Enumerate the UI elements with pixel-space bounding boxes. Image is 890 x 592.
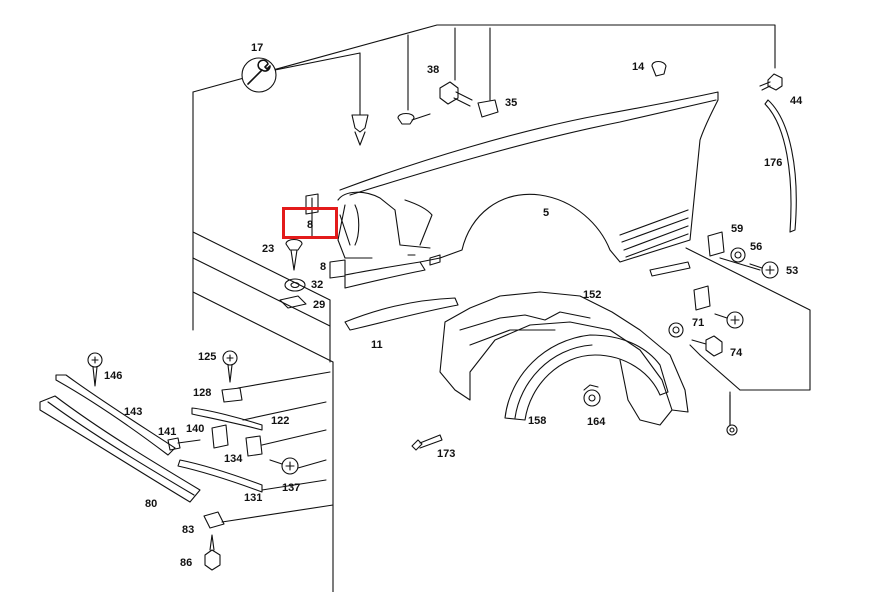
screw-part-125 <box>222 350 238 383</box>
part-label-141[interactable]: 141 <box>158 426 177 438</box>
strip-part-right-small <box>649 261 691 277</box>
highlight-box <box>282 207 338 239</box>
part-label-17[interactable]: 17 <box>251 42 264 54</box>
clip-part-128 <box>221 387 243 403</box>
strip-part-176 <box>764 99 797 233</box>
grommet-part-14 <box>651 60 667 77</box>
part-label-146[interactable]: 146 <box>104 370 123 382</box>
clip-part-35 <box>477 99 499 118</box>
part-label-176[interactable]: 176 <box>764 157 783 169</box>
fender-part-5 <box>337 91 719 266</box>
part-label-137[interactable]: 137 <box>282 482 301 494</box>
part-label-5[interactable]: 5 <box>543 207 550 219</box>
screw-part-53 <box>749 261 779 279</box>
strip-part-122 <box>191 407 263 431</box>
screw-part-137 <box>269 457 299 475</box>
screw-part-44 <box>759 73 783 91</box>
clip-part-8-lower <box>329 259 346 279</box>
wheel-arch-part-158 <box>504 334 673 426</box>
part-label-14[interactable]: 14 <box>632 61 645 73</box>
part-label-44[interactable]: 44 <box>790 95 803 107</box>
part-label-8-highlighted[interactable]: 8 <box>307 219 314 231</box>
part-label-134[interactable]: 134 <box>224 453 243 465</box>
part-label-164[interactable]: 164 <box>587 416 606 428</box>
part-label-11[interactable]: 11 <box>371 339 383 351</box>
part-label-86[interactable]: 86 <box>180 557 193 569</box>
strip-part-131 <box>177 459 263 493</box>
strip-part-143 <box>55 374 176 456</box>
plate-part-29 <box>279 295 307 309</box>
part-label-80[interactable]: 80 <box>145 498 158 510</box>
part-label-8[interactable]: 8 <box>320 261 327 273</box>
clip-part-134 <box>245 435 263 457</box>
screw-part-141 <box>167 437 201 451</box>
part-label-53[interactable]: 53 <box>786 265 799 277</box>
clip-part-17 <box>351 104 369 146</box>
nut-part-bottom-right <box>726 424 738 436</box>
part-label-131[interactable]: 131 <box>244 492 263 504</box>
clip-part-140 <box>211 424 229 449</box>
part-label-59[interactable]: 59 <box>731 223 744 235</box>
bracket-part-59 <box>707 231 725 257</box>
bolt-part-86 <box>204 534 221 571</box>
screw-part-173 <box>411 434 443 451</box>
washer-part-74a <box>668 322 684 338</box>
grommet-part-164 <box>583 384 601 407</box>
part-label-29[interactable]: 29 <box>313 299 326 311</box>
wrench-icon <box>241 57 277 93</box>
part-label-38[interactable]: 38 <box>427 64 440 76</box>
bracket-part-71 <box>693 285 711 311</box>
part-label-140[interactable]: 140 <box>186 423 205 435</box>
part-label-125[interactable]: 125 <box>198 351 217 363</box>
frame-lines <box>192 24 811 592</box>
screw-part-71b <box>714 311 744 329</box>
part-label-152[interactable]: 152 <box>583 289 602 301</box>
part-label-23[interactable]: 23 <box>262 243 275 255</box>
leader-lines <box>249 27 776 426</box>
part-label-56[interactable]: 56 <box>750 241 763 253</box>
part-label-83[interactable]: 83 <box>182 524 195 536</box>
part-label-74[interactable]: 74 <box>730 347 743 359</box>
bolt-part-74 <box>691 335 723 357</box>
bolt-part-38 <box>439 81 473 107</box>
screw-part-38b <box>397 112 431 125</box>
screw-part-23 <box>285 238 303 271</box>
part-label-122[interactable]: 122 <box>271 415 290 427</box>
trim-part-11 <box>344 261 459 331</box>
part-label-128[interactable]: 128 <box>193 387 212 399</box>
screw-part-146 <box>87 352 103 387</box>
part-label-35[interactable]: 35 <box>505 97 518 109</box>
washer-part-56 <box>730 247 746 263</box>
washer-part-32 <box>284 278 306 292</box>
part-label-32[interactable]: 32 <box>311 279 324 291</box>
part-label-71[interactable]: 71 <box>692 317 705 329</box>
part-label-158[interactable]: 158 <box>528 415 547 427</box>
clip-part-83 <box>203 511 225 529</box>
part-label-173[interactable]: 173 <box>437 448 456 460</box>
liner-part-152 <box>439 291 689 413</box>
part-label-143[interactable]: 143 <box>124 406 143 418</box>
strip-part-80 <box>39 395 201 503</box>
